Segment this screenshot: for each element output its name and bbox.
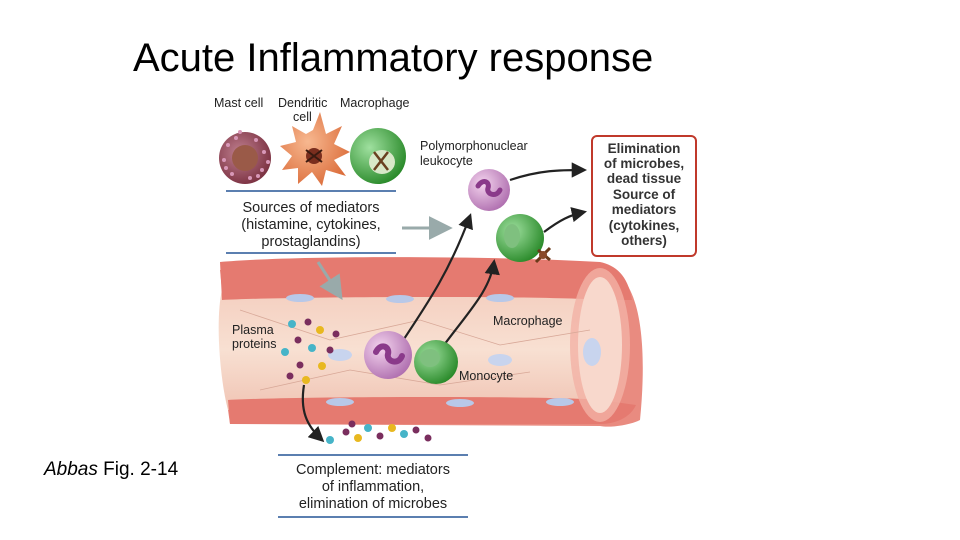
vessel-monocyte — [414, 340, 458, 384]
arrow-pmn-to-box — [509, 162, 588, 182]
label-dendritic-1: Dendritic — [278, 96, 327, 110]
vessel-wall-bottom — [228, 397, 636, 424]
elimination-box: Elimination of microbes, dead tissue Sou… — [591, 135, 697, 257]
arrow-mono-extravasation — [443, 258, 500, 346]
label-pmn-1: Polymorphonuclear — [420, 139, 528, 153]
mast-cell — [219, 130, 271, 184]
grey-arrow-down — [316, 261, 343, 301]
label-macrophage: Macrophage — [340, 96, 410, 110]
label-macrophage-tissue: Macrophage — [493, 314, 563, 328]
figure-caption: Abbas Fig. 2-14 — [44, 459, 178, 481]
caption-author: Abbas — [44, 459, 98, 480]
macrophage-cell — [350, 128, 406, 184]
elim-line-2: of microbes, — [604, 156, 684, 171]
label-plasma-1: Plasma — [232, 323, 274, 337]
complement-box: Complement: mediators of inflammation, e… — [278, 454, 468, 518]
elim-line-4: Source of — [613, 187, 676, 202]
label-mast-cell: Mast cell — [214, 96, 263, 110]
plasma-proteins-dots — [281, 318, 340, 384]
sources-box: Sources of mediators (histamine, cytokin… — [226, 190, 396, 254]
dendritic-cell — [280, 112, 350, 186]
elim-line-5: mediators — [612, 202, 677, 217]
sources-line-1: Sources of mediators — [242, 200, 379, 216]
arrow-plasma-out — [301, 384, 325, 443]
slide-title: Acute Inflammatory response — [133, 36, 654, 80]
arrow-pmn-extravasation — [399, 213, 473, 346]
elim-line-1: Elimination — [608, 141, 681, 156]
vessel-wall-top — [220, 257, 632, 300]
sources-line-3: prostaglandins) — [261, 234, 360, 250]
elim-line-3: dead tissue — [607, 171, 682, 186]
label-plasma-2: proteins — [232, 337, 276, 351]
tissue-macrophage — [496, 214, 552, 264]
arrow-mac-to-box — [543, 207, 588, 233]
label-monocyte: Monocyte — [459, 369, 513, 383]
tissue-pmn — [468, 169, 510, 211]
vessel-pmn — [364, 331, 412, 379]
label-pmn-2: leukocyte — [420, 154, 473, 168]
elim-line-6: (cytokines, — [609, 218, 680, 233]
complement-line-2: of inflammation, — [322, 479, 424, 495]
caption-figure-ref: Fig. 2-14 — [97, 459, 179, 480]
complement-dots — [326, 420, 432, 444]
complement-line-1: Complement: mediators — [296, 462, 450, 478]
elim-line-7: others) — [621, 233, 667, 248]
complement-line-3: elimination of microbes — [299, 496, 447, 512]
sources-line-2: (histamine, cytokines, — [241, 217, 380, 233]
label-dendritic-2: cell — [293, 110, 312, 124]
